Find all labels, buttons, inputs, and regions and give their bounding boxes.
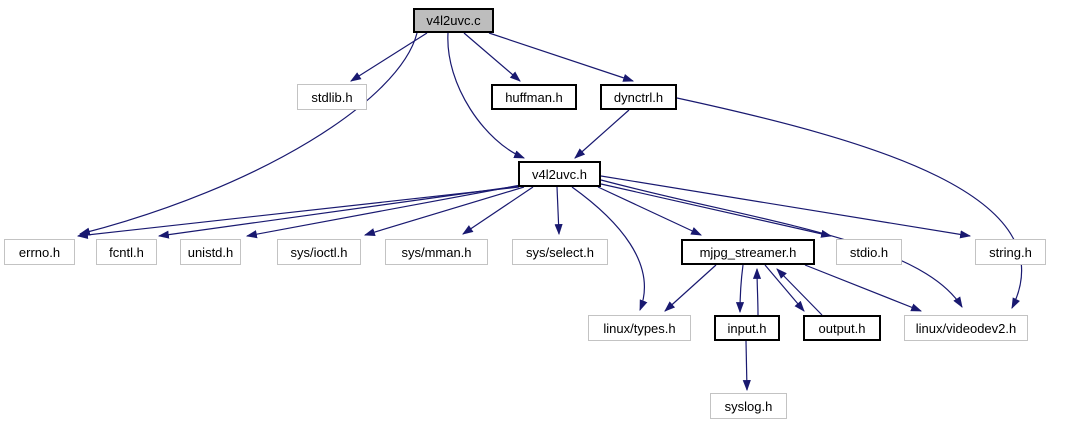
graph-node-stdio-h: stdio.h (836, 239, 902, 265)
node-label: huffman.h (505, 89, 563, 105)
node-label: v4l2uvc.h (532, 166, 587, 182)
graph-node-huffman-h[interactable]: huffman.h (491, 84, 577, 110)
node-label: syslog.h (724, 398, 773, 414)
node-label: linux/types.h (603, 320, 676, 336)
node-label: sys/ioctl.h (290, 244, 348, 260)
include-edge-v4l2uvc-h-to-sys-mman-h (462, 186, 534, 235)
graph-node-sys-select-h: sys/select.h (512, 239, 608, 265)
include-edge-v4l2uvc-c-to-dynctrl-h (488, 32, 635, 82)
node-label: unistd.h (187, 244, 234, 260)
include-edge-v4l2uvc-h-to-stdio-h (600, 183, 833, 238)
graph-node-errno-h: errno.h (4, 239, 75, 265)
graph-node-unistd-h: unistd.h (180, 239, 241, 265)
include-edge-v4l2uvc-c-to-errno-h (78, 32, 418, 236)
graph-node-v4l2uvc-c: v4l2uvc.c (413, 8, 494, 33)
graph-node-sys-mman-h: sys/mman.h (385, 239, 488, 265)
include-edge-v4l2uvc-h-to-unistd-h (245, 184, 522, 239)
graph-node-string-h: string.h (975, 239, 1046, 265)
graph-node-sys-ioctl-h: sys/ioctl.h (277, 239, 361, 265)
include-edge-output-h-to-mjpg-streamer-h (776, 268, 823, 316)
include-edge-mjpg-streamer-h-to-input-h (735, 264, 745, 314)
node-label: string.h (989, 244, 1032, 260)
include-edge-v4l2uvc-h-to-mjpg-streamer-h (597, 186, 702, 236)
include-edge-v4l2uvc-h-to-sys-select-h (554, 186, 563, 236)
include-edge-v4l2uvc-c-to-huffman-h (463, 32, 521, 82)
node-label: linux/videodev2.h (915, 320, 1017, 336)
include-edge-mjpg-streamer-h-to-linux-types-h (664, 264, 717, 312)
graph-node-dynctrl-h[interactable]: dynctrl.h (600, 84, 677, 110)
include-edge-v4l2uvc-h-to-linux-types-h (571, 186, 648, 312)
include-edge-v4l2uvc-h-to-sys-ioctl-h (363, 186, 525, 237)
include-edge-input-h-to-syslog-h (742, 340, 751, 392)
graph-node-fcntl-h: fcntl.h (96, 239, 157, 265)
dependency-arrows (76, 32, 1023, 392)
node-label: fcntl.h (109, 244, 144, 260)
include-edge-v4l2uvc-h-to-string-h (600, 175, 972, 239)
node-label: output.h (818, 320, 866, 336)
include-edge-v4l2uvc-c-to-stdlib-h (350, 32, 428, 82)
include-edge-v4l2uvc-c-to-v4l2uvc-h (447, 32, 526, 159)
include-edge-v4l2uvc-h-to-fcntl-h (157, 185, 520, 239)
include-edge-mjpg-streamer-h-to-linux-videodev2-h (804, 264, 923, 312)
graph-node-input-h[interactable]: input.h (714, 315, 780, 341)
graph-node-mjpg-streamer-h[interactable]: mjpg_streamer.h (681, 239, 815, 265)
include-edge-v4l2uvc-h-to-linux-videodev2-h (600, 179, 963, 308)
graph-node-syslog-h: syslog.h (710, 393, 787, 419)
graph-node-v4l2uvc-h[interactable]: v4l2uvc.h (518, 161, 601, 187)
node-label: input.h (727, 320, 767, 336)
node-label: sys/mman.h (401, 244, 472, 260)
graph-node-output-h[interactable]: output.h (803, 315, 881, 341)
node-label: v4l2uvc.c (426, 13, 481, 28)
node-label: dynctrl.h (613, 89, 664, 105)
include-edge-dynctrl-h-to-linux-videodev2-h (676, 97, 1023, 309)
node-label: errno.h (18, 244, 61, 260)
include-edge-dynctrl-h-to-v4l2uvc-h (574, 109, 630, 159)
graph-node-linux-types-h: linux/types.h (588, 315, 691, 341)
node-label: mjpg_streamer.h (699, 244, 797, 260)
graph-node-stdlib-h: stdlib.h (297, 84, 367, 110)
node-label: stdlib.h (311, 89, 353, 105)
include-edge-v4l2uvc-h-to-errno-h (76, 186, 520, 239)
graph-node-linux-videodev2-h: linux/videodev2.h (904, 315, 1028, 341)
node-label: sys/select.h (526, 244, 594, 260)
include-edge-mjpg-streamer-h-to-output-h (764, 264, 805, 312)
node-label: stdio.h (849, 244, 889, 260)
include-edge-input-h-to-mjpg-streamer-h (752, 267, 762, 316)
